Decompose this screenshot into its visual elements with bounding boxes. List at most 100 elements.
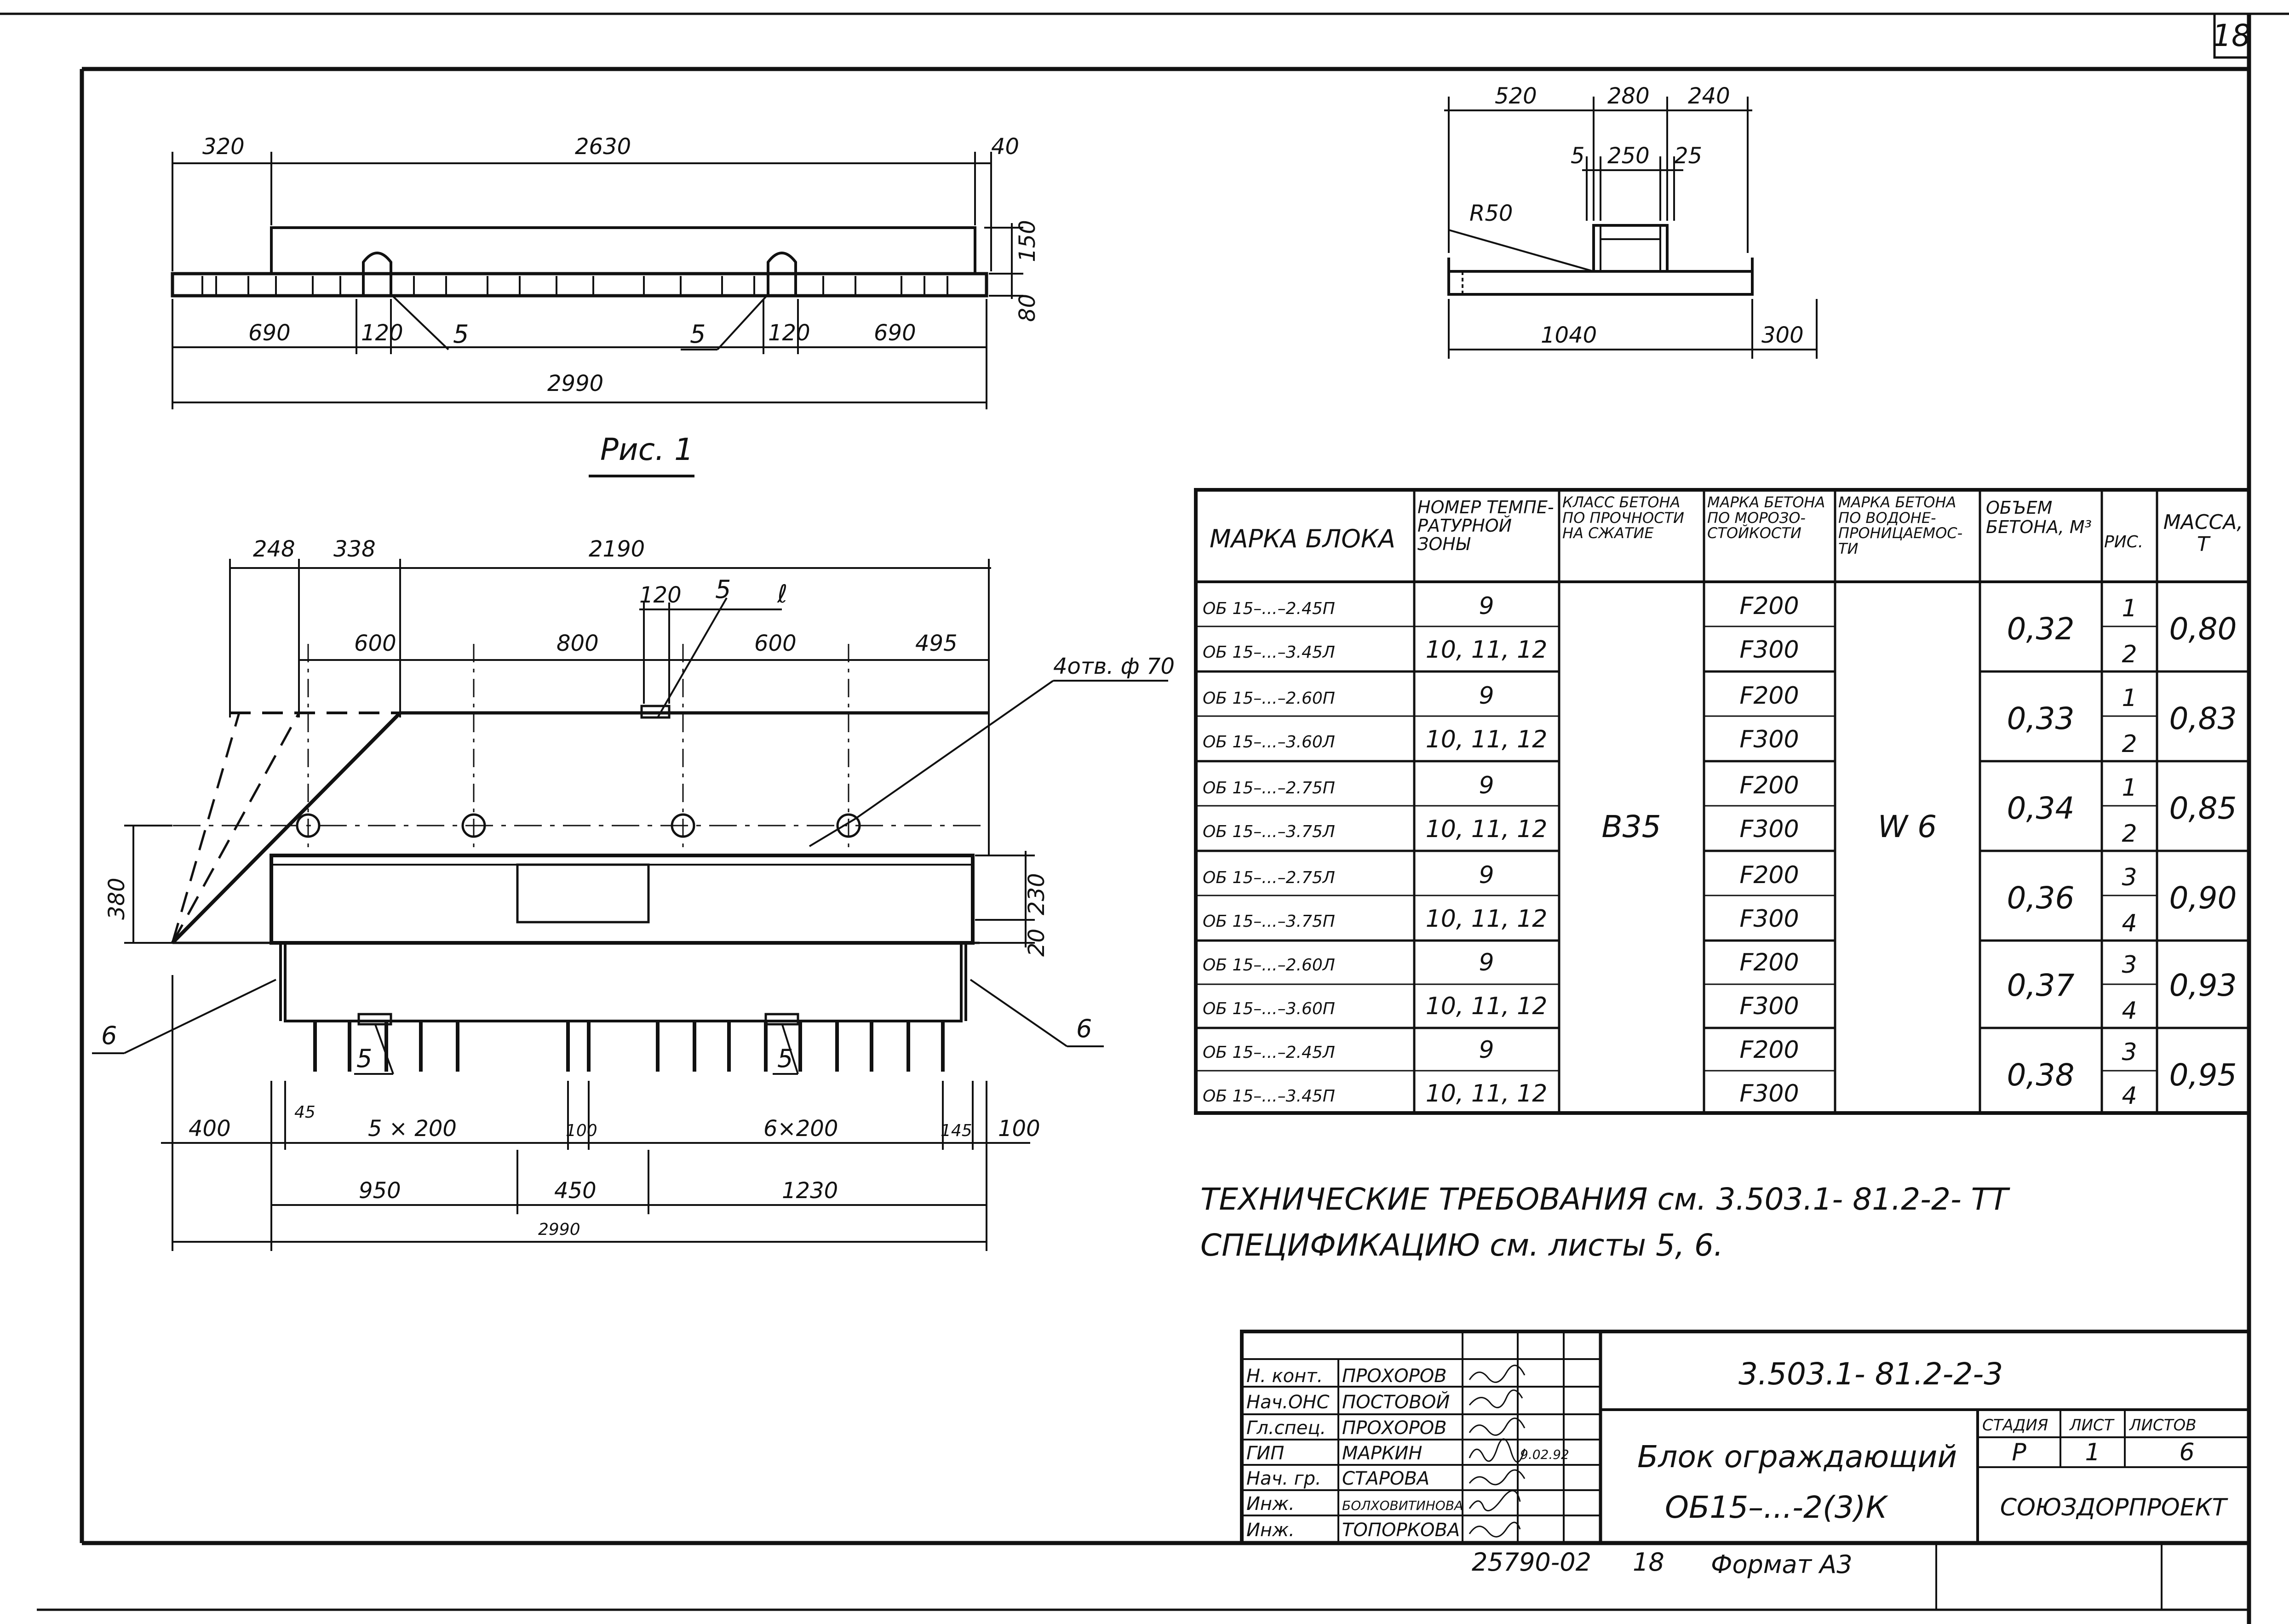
tb-name: МАРКИН <box>1342 1443 1422 1464</box>
table-row-zone: 10, 11, 12 <box>1426 1080 1548 1108</box>
table-mass: 0,85 <box>2169 791 2237 826</box>
th-mark: МАРКА БЛОКА <box>1210 524 1395 553</box>
note-tech-requirements: ТЕХНИЧЕСКИЕ ТРЕБОВАНИЯ см. 3.503.1- 81.2… <box>1200 1182 2010 1217</box>
fig1-dim-40: 40 <box>991 134 1019 160</box>
table-mass: 0,90 <box>2169 880 2237 916</box>
tb-role: Нач. гр. <box>1246 1468 1321 1489</box>
tb-role: Нач.ОНС <box>1246 1392 1330 1413</box>
plan-dim-100-mid: 100 <box>566 1121 597 1140</box>
plan-dim-338: 338 <box>333 536 376 562</box>
table-row-mark: ОБ 15–...–3.75П <box>1203 912 1335 931</box>
tb-role: Инж. <box>1246 1493 1295 1515</box>
note-specification: СПЕЦИФИКАЦИЮ см. листы 5, 6. <box>1200 1228 1723 1263</box>
table-row-mark: ОБ 15–...–3.45Л <box>1203 643 1335 662</box>
table-row-zone: 10, 11, 12 <box>1426 815 1548 843</box>
table-row-zone: 9 <box>1479 1036 1494 1064</box>
plan-overall: 2990 <box>538 1220 580 1239</box>
section-dim-25: 25 <box>1674 143 1702 169</box>
plan-dim-1230: 1230 <box>782 1178 838 1204</box>
cross-section <box>1444 97 1818 359</box>
th-volume: ОБЪЕМ БЕТОНА, М³ <box>1986 498 2092 537</box>
table-volume: 0,36 <box>2007 880 2075 916</box>
page-number: 18 <box>2212 18 2251 53</box>
table-row-zone: 10, 11, 12 <box>1426 726 1548 753</box>
table-row-fig: 4 <box>2122 910 2137 937</box>
fig1-dim-150: 150 <box>1015 220 1040 262</box>
tb-col-sheets: ЛИСТОВ <box>2128 1416 2197 1435</box>
table-row-mark: ОБ 15–...–3.60П <box>1203 999 1335 1018</box>
plan-dim-45: 45 <box>294 1103 316 1122</box>
fig1-elevation <box>171 152 1023 477</box>
tb-name: ПОСТОВОЙ <box>1342 1391 1450 1413</box>
table-volume: 0,38 <box>2007 1057 2075 1093</box>
section-dim-240: 240 <box>1688 83 1730 109</box>
table-row-zone: 9 <box>1479 772 1494 799</box>
tb-role: Гл.спец. <box>1246 1417 1326 1439</box>
section-dim-1040: 1040 <box>1541 322 1597 348</box>
title-block <box>1240 1330 2251 1545</box>
plan-dim-400: 400 <box>189 1116 231 1142</box>
section-dim-250: 250 <box>1607 143 1650 169</box>
plan-dim-5x200: 5 × 200 <box>368 1116 457 1142</box>
tb-col-stage: СТАДИЯ <box>1982 1416 2048 1435</box>
plan-dim-450: 450 <box>554 1178 597 1204</box>
tb-title-line1: Блок ограждающий <box>1637 1439 1957 1475</box>
tb-title-line2: ОБ15–...-2(3)К <box>1665 1490 1888 1525</box>
tb-name: ПРОХОРОВ <box>1342 1366 1447 1387</box>
sheet-frame <box>0 12 2289 1624</box>
fig1-dim-690-left: 690 <box>248 320 291 346</box>
th-frost: МАРКА БЕТОНА ПО МОРОЗО- СТОЙКОСТИ <box>1707 494 1825 542</box>
table-mass: 0,93 <box>2169 968 2237 1003</box>
table-row-zone: 10, 11, 12 <box>1426 905 1548 933</box>
th-class: КЛАСС БЕТОНА ПО ПРОЧНОСТИ НА СЖАТИЕ <box>1562 494 1684 542</box>
spec-table <box>1194 488 2251 1115</box>
table-concrete-class: В35 <box>1601 809 1661 844</box>
plan-dim-20: 20 <box>1024 929 1050 957</box>
plan-dim-800: 800 <box>556 631 599 656</box>
plan-callout-5-right: 5 <box>777 1044 793 1073</box>
plan-view <box>92 559 1168 1251</box>
table-row-frost: F200 <box>1739 682 1799 710</box>
plan-dim-600-right: 600 <box>754 631 797 656</box>
fig1-overall: 2990 <box>547 371 603 396</box>
tb-val-stage: Р <box>2012 1439 2026 1466</box>
table-volume: 0,33 <box>2007 701 2075 736</box>
table-row-mark: ОБ 15–...–2.45Л <box>1203 1043 1335 1062</box>
fig1-dim-120-right: 120 <box>768 320 810 346</box>
table-row-frost: F200 <box>1739 1036 1799 1064</box>
stamp-code: 25790-02 <box>1472 1548 1591 1577</box>
table-row-frost: F200 <box>1739 861 1799 889</box>
table-row-fig: 3 <box>2122 1039 2137 1066</box>
signatures <box>1469 1365 1526 1538</box>
table-volume: 0,34 <box>2007 791 2075 826</box>
plan-callout-6-right: 6 <box>1076 1014 1092 1043</box>
plan-callout-6-left: 6 <box>101 1021 117 1050</box>
th-mass: МАССА, Т <box>2163 511 2243 557</box>
plan-dim-950: 950 <box>359 1178 401 1204</box>
th-fig: РИС. <box>2104 533 2143 551</box>
table-row-fig: 1 <box>2122 595 2137 622</box>
fig1-dim-320: 320 <box>202 134 245 160</box>
tb-name: ПРОХОРОВ <box>1342 1417 1447 1439</box>
plan-dim-230: 230 <box>1024 873 1050 915</box>
table-mass: 0,80 <box>2169 611 2237 647</box>
table-row-frost: F300 <box>1739 636 1799 664</box>
th-water: МАРКА БЕТОНА ПО ВОДОНЕ- ПРОНИЦАЕМОС- ТИ <box>1838 494 1963 557</box>
tb-name: ТОПОРКОВА <box>1342 1520 1460 1541</box>
table-row-frost: F300 <box>1739 1080 1799 1108</box>
plan-callout-5-top: 5 <box>715 575 731 604</box>
plan-dim-6x200: 6×200 <box>763 1116 838 1142</box>
section-dim-280: 280 <box>1607 83 1650 109</box>
tb-val-sheets: 6 <box>2179 1439 2194 1466</box>
tb-val-sheet: 1 <box>2085 1439 2100 1466</box>
table-row-mark: ОБ 15–...–2.75П <box>1203 779 1335 798</box>
table-water-grade: W 6 <box>1878 809 1937 844</box>
table-row-frost: F300 <box>1739 993 1799 1020</box>
table-row-zone: 9 <box>1479 682 1494 710</box>
plan-holes-label: 4отв. ф 70 <box>1053 654 1175 679</box>
table-row-frost: F300 <box>1739 905 1799 933</box>
plan-callout-5-left: 5 <box>356 1044 372 1073</box>
tb-role: Н. конт. <box>1246 1366 1323 1387</box>
table-row-zone: 10, 11, 12 <box>1426 636 1548 664</box>
format-label: Формат А3 <box>1711 1550 1853 1579</box>
